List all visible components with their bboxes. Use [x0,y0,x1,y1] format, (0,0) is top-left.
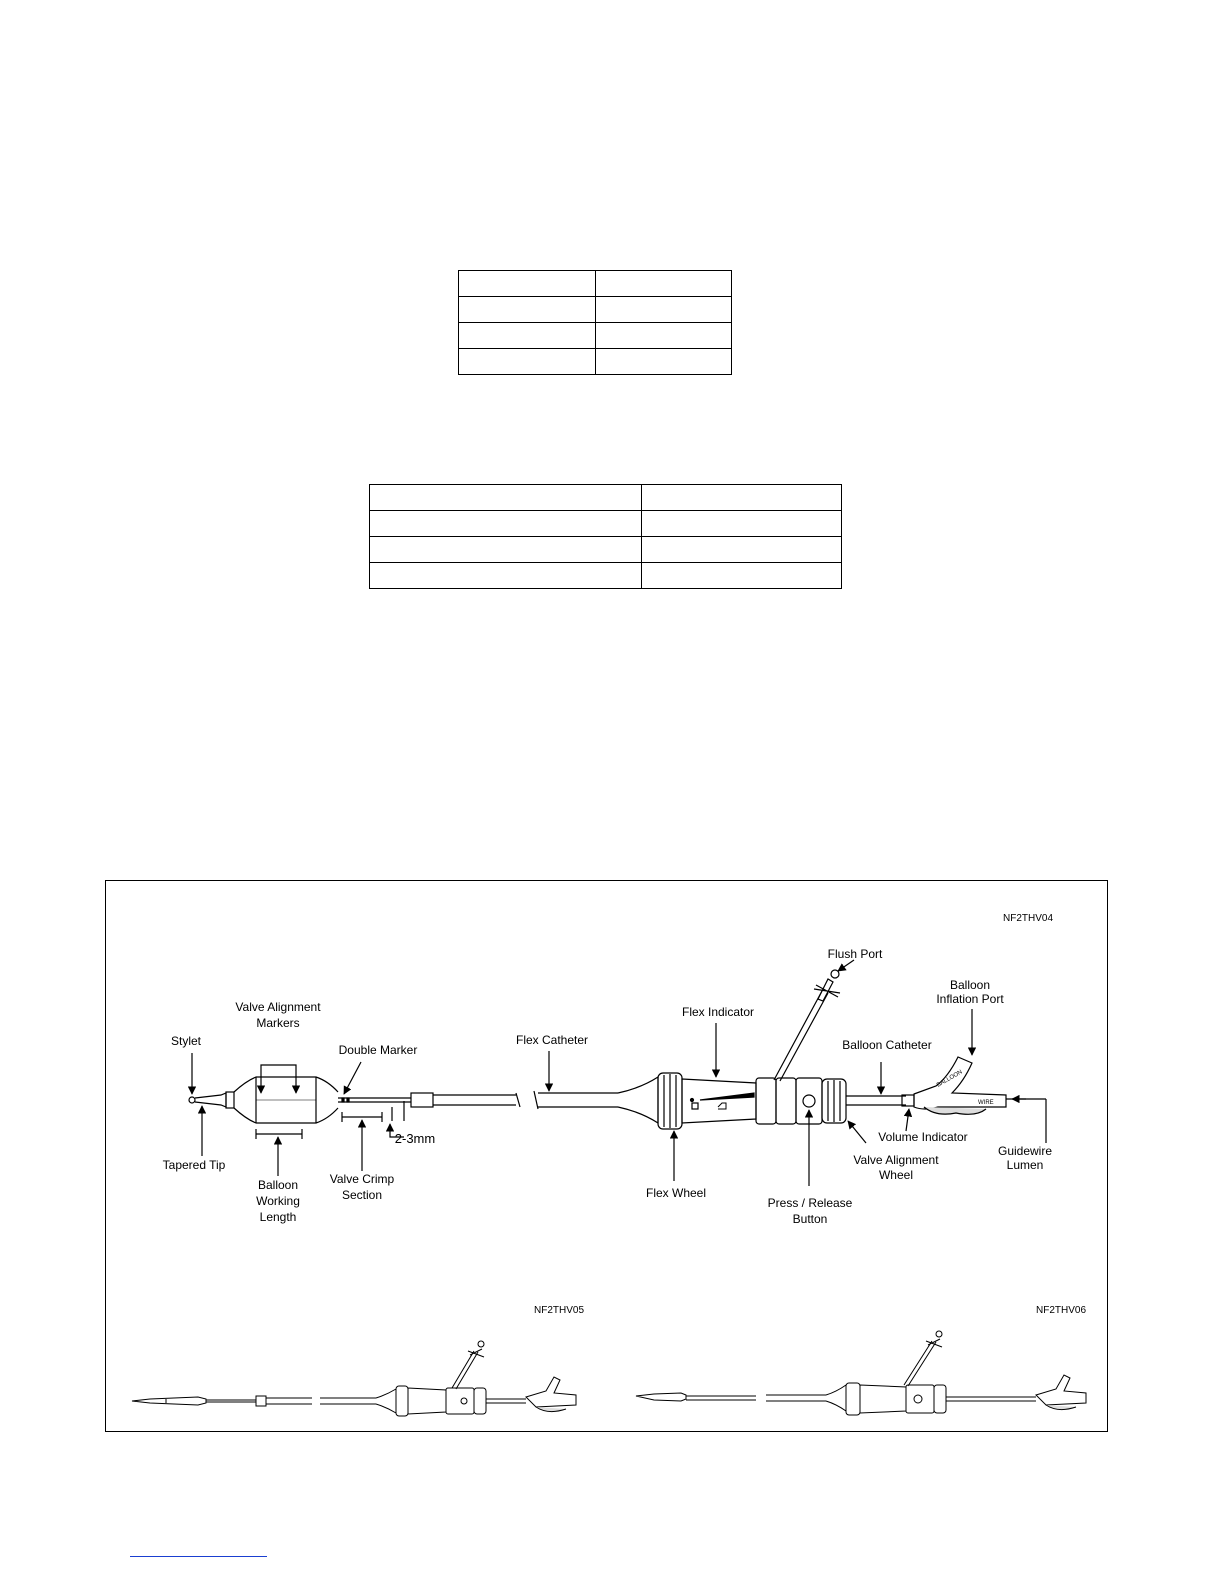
flush-port-cap [830,969,840,979]
table-row [368,536,842,563]
label-valve-crimp-section-1: Valve Crimp [330,1172,395,1186]
flex-catheter-break [533,1090,539,1110]
figure-code-top: NF2THV04 [1003,913,1053,924]
table-cell [368,484,643,511]
mini-system-right [635,1330,1087,1416]
label-balloon-inflation-port-1: Balloon [950,978,990,992]
label-valve-alignment-markers-1: Valve Alignment [235,1000,321,1014]
delivery-system-figure: NF2THV04 NF2THV05 NF2THV06 [105,880,1108,1432]
strain-relief [617,1075,659,1125]
double-marker-a [341,1097,345,1103]
label-press-release-button-1: Press / Release [768,1196,853,1210]
balloon-tip-drawing [188,1076,521,1124]
label-guidewire-lumen-1: Guidewire [998,1144,1052,1158]
handle-text-wire: WIRE [978,1100,994,1106]
handle-text-balloon: BALLOON [936,1069,964,1088]
balloon-bottom [233,1107,339,1124]
shaft-break [515,1092,521,1108]
delivery-system-diagram: NF2THV04 NF2THV05 NF2THV06 [131,913,1087,1417]
volume-indicator [901,1094,915,1107]
balloon-top [233,1076,339,1093]
label-gap: 2-3mm [395,1131,435,1146]
table-cell [641,510,842,537]
table-row [458,270,732,297]
handle-section-1 [755,1077,777,1125]
label-double-marker: Double Marker [339,1043,418,1057]
footer-rule [130,1556,267,1557]
table-cell [368,536,643,563]
table-cell [641,484,842,511]
y-connector [913,1056,1007,1110]
flush-tube-b [779,992,829,1082]
label-guidewire-lumen-2: Lumen [1007,1158,1044,1172]
label-balloon-inflation-port-2: Inflation Port [936,992,1004,1006]
table-cell [368,562,643,589]
tapered-tip [194,1092,227,1108]
label-valve-crimp-section-2: Section [342,1188,382,1202]
label-balloon-working-length-1: Balloon [258,1178,298,1192]
label-balloon-working-length-2: Working [256,1194,300,1208]
y-connector-shadow [923,1106,987,1115]
table-cell [641,562,842,589]
label-valve-alignment-wheel-2: Wheel [879,1168,913,1182]
label-flush-port: Flush Port [828,947,883,961]
empty-table-1 [458,270,732,375]
flex-indicator-mark [699,1092,755,1101]
handle-drawing [533,969,1026,1130]
table-cell [594,270,732,297]
tip-collar [225,1091,235,1109]
table-row [368,562,842,589]
label-balloon-catheter: Balloon Catheter [842,1038,931,1052]
table-row [458,296,732,323]
flush-port-arrow [837,959,855,972]
volume-indicator-arrow [903,1108,913,1132]
crimp-section-bracket [341,1112,383,1171]
table-cell [641,536,842,563]
label-press-release-button-2: Button [793,1212,828,1226]
shaft-sleeve [410,1092,434,1108]
table-cell [368,510,643,537]
table-cell [458,296,596,323]
label-flex-indicator: Flex Indicator [682,1005,754,1019]
press-release-button [802,1094,816,1108]
table-cell [594,348,732,375]
label-balloon-working-length-3: Length [260,1210,297,1224]
label-volume-indicator: Volume Indicator [878,1130,967,1144]
label-stylet: Stylet [171,1034,202,1048]
handle-section-2 [775,1077,797,1125]
label-valve-alignment-wheel-1: Valve Alignment [853,1153,939,1167]
table-cell [594,322,732,349]
flush-port-stem [817,978,834,1002]
figure-code-left: NF2THV05 [534,1305,584,1316]
table-row [368,484,842,511]
double-marker-b [346,1097,350,1103]
figure-code-right: NF2THV06 [1036,1305,1086,1316]
mini-system-left [131,1340,577,1417]
gap-marker [385,1101,405,1138]
flush-port-wings [813,984,841,998]
table-cell [594,296,732,323]
label-flex-wheel: Flex Wheel [646,1186,706,1200]
table-row [458,348,732,375]
label-valve-alignment-markers-2: Markers [256,1016,299,1030]
valve-alignment-wheel-arrow [847,1120,867,1144]
label-flex-catheter: Flex Catheter [516,1033,588,1047]
flush-tube-a [773,990,823,1081]
valve-alignment-bracket [256,1064,301,1094]
table-cell [458,270,596,297]
double-marker-arrow [343,1061,362,1095]
empty-table-2 [368,484,842,589]
valve-alignment-wheel [821,1078,847,1124]
stylet-tip [188,1096,196,1104]
table-cell [458,348,596,375]
table-row [458,322,732,349]
table-row [368,510,842,537]
working-length-bracket [255,1129,303,1176]
table-cell [458,322,596,349]
label-tapered-tip: Tapered Tip [163,1158,226,1172]
